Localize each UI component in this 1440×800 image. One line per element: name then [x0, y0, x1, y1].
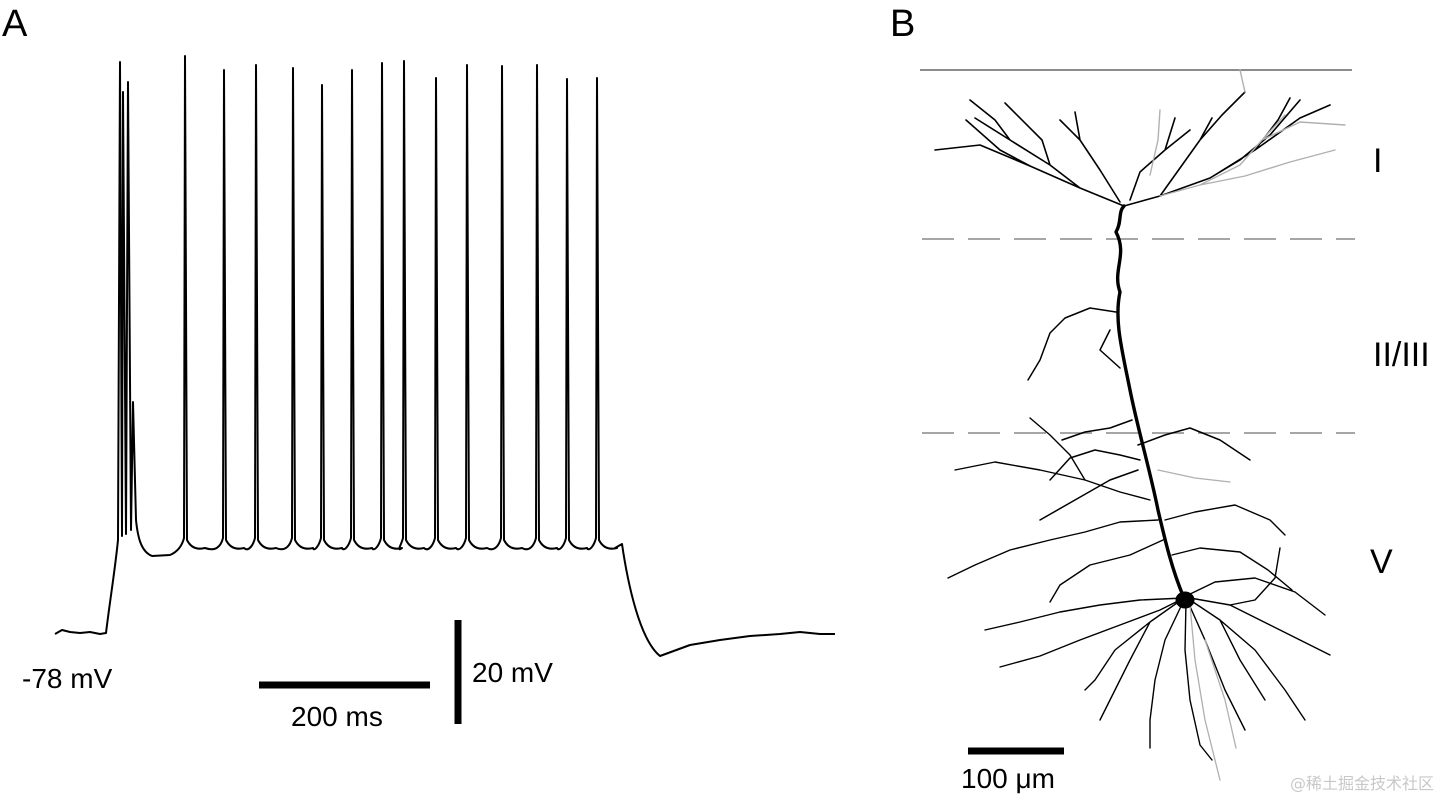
panel-a-letter: A	[2, 3, 28, 45]
layer-label-ii-iii: II/III	[1373, 336, 1430, 374]
panel-b: B I II/III V 100 μm	[890, 3, 1430, 794]
basal-dendrites-faint	[1157, 469, 1237, 781]
apical-tuft-faint	[1149, 69, 1346, 197]
time-scale-label: 200 ms	[291, 701, 383, 732]
basal-dendrites	[947, 417, 1331, 761]
watermark: @稀土掘金技术社区	[1289, 774, 1434, 793]
length-scale-label: 100 μm	[961, 763, 1055, 794]
panel-a: A -78 mV 200 ms 20 mV	[2, 3, 835, 732]
soma	[1175, 591, 1195, 609]
pyramidal-neuron-reconstruction	[934, 69, 1346, 781]
oblique-dendrites	[1027, 307, 1251, 521]
panel-b-letter: B	[890, 3, 915, 45]
resting-potential-label: -78 mV	[22, 663, 113, 694]
layer-label-v: V	[1370, 543, 1393, 581]
voltage-trace	[54, 55, 835, 657]
apical-tuft	[934, 91, 1331, 207]
layer-label-i: I	[1373, 142, 1382, 180]
apical-dendrite-trunk	[1114, 204, 1186, 600]
voltage-scale-label: 20 mV	[472, 657, 553, 688]
